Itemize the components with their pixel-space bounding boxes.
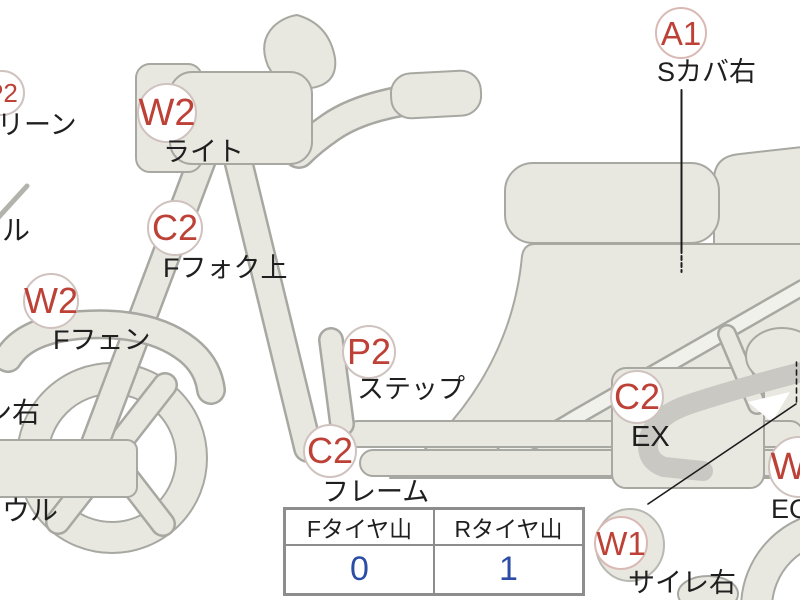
muffler-pipe xyxy=(638,362,800,481)
marker-frame-code: C2 xyxy=(303,424,357,478)
marker-screen-part: スクリーン xyxy=(0,110,77,140)
marker-silencer-code: W1 xyxy=(594,516,648,570)
marker-code-text: P2 xyxy=(0,78,18,108)
marker-seat-cover-code: A1 xyxy=(655,7,707,59)
marker-code-text: W2 xyxy=(138,92,196,134)
front-fender xyxy=(0,309,226,405)
marker-code-text: W2 xyxy=(770,446,800,488)
front-cowl-block xyxy=(0,439,138,498)
marker-step-code: P2 xyxy=(342,325,396,379)
marker-code-text: P2 xyxy=(346,331,392,372)
seat xyxy=(504,162,720,244)
marker-code-text: C2 xyxy=(151,207,199,248)
marker-fork-upper-part: Fフォク上 xyxy=(163,253,288,283)
marker-fork-upper-code: C2 xyxy=(147,200,203,256)
marker-code-text: A1 xyxy=(660,14,702,52)
marker-seat-cover-part: Sカバ右 xyxy=(657,57,757,87)
edge-fragment-cowl: カウル xyxy=(0,495,59,526)
windscreen-edge xyxy=(0,183,30,220)
marker-code-text: W1 xyxy=(596,524,646,562)
edge-fragment-handle: ル xyxy=(2,215,31,246)
marker-silencer-part: サイレ右 xyxy=(628,568,736,598)
marker-exhaust-part: EX xyxy=(631,421,670,453)
marker-step-part: ステップ xyxy=(357,374,465,404)
marker-engine-code: W2 xyxy=(768,436,800,498)
marker-fender-code: W2 xyxy=(23,273,79,329)
tire-table-header-rear: Rタイヤ山 xyxy=(433,507,585,546)
marker-code-text: C2 xyxy=(306,430,354,471)
edge-fragment-right: ン右 xyxy=(0,397,41,428)
marker-fender-part: Fフェン xyxy=(53,325,151,355)
marker-code-text: W2 xyxy=(24,280,78,321)
tire-table-value-front: 0 xyxy=(283,544,435,596)
rear-wheel xyxy=(740,517,800,600)
marker-light-part: ライト xyxy=(163,137,244,167)
tire-table-header-front: Fタイヤ山 xyxy=(283,507,435,546)
marker-exhaust-code: C2 xyxy=(610,370,664,424)
tire-tread-table: Fタイヤ山 Rタイヤ山 0 1 xyxy=(283,507,585,596)
marker-code-text: C2 xyxy=(613,376,661,417)
marker-frame-part: フレーム xyxy=(322,477,430,507)
tire-table-value-rear: 1 xyxy=(433,544,585,596)
marker-light-code: W2 xyxy=(137,83,197,143)
leader-lines xyxy=(647,89,798,505)
marker-engine-part: EG xyxy=(771,494,800,524)
